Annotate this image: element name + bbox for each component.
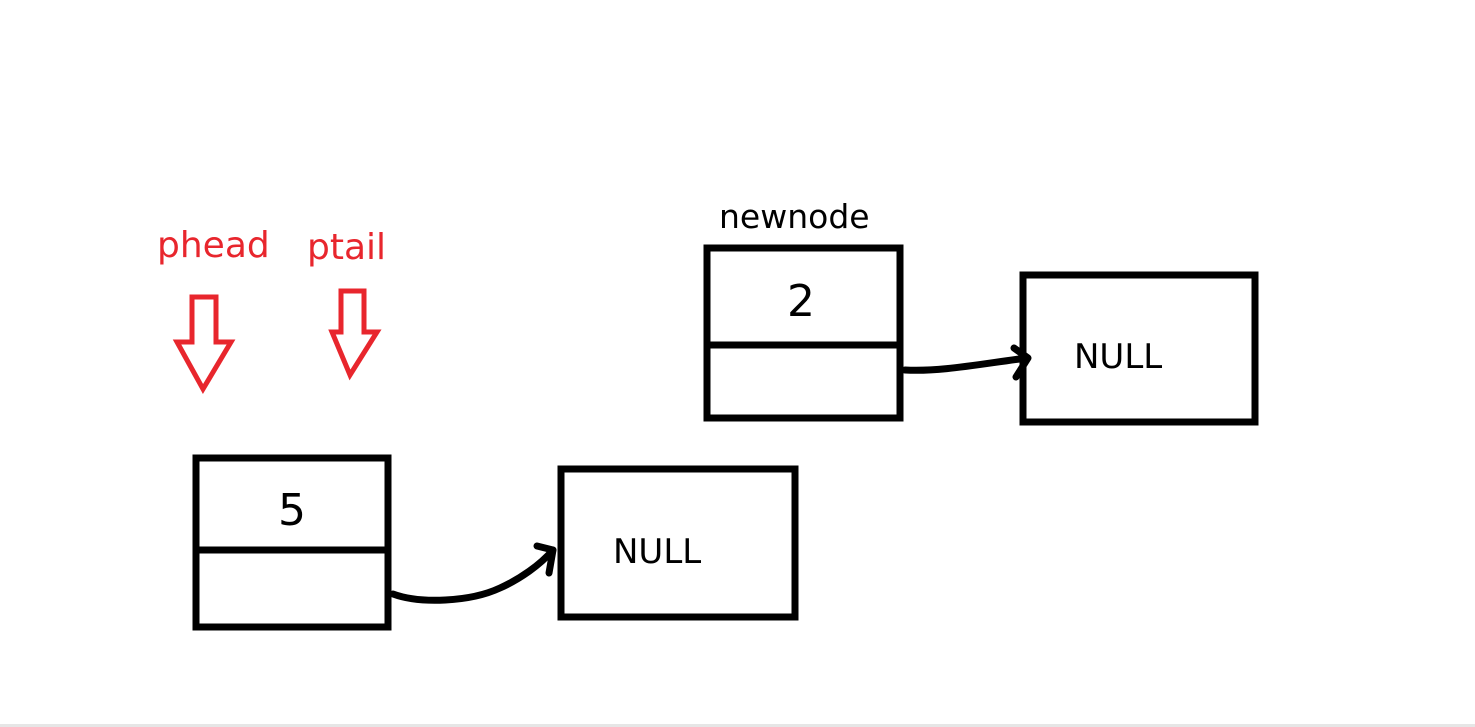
new-node-value: 2 (787, 276, 815, 327)
list-node-value: 5 (278, 485, 306, 536)
list-node: 5 (192, 454, 392, 631)
ptail-label: ptail (307, 227, 386, 268)
list-node-box (192, 454, 392, 631)
phead-arrow-icon (172, 294, 236, 395)
new-node-null: NULL (1019, 271, 1259, 426)
list-node-null-box (557, 465, 799, 621)
list-node-null-text: NULL (613, 532, 701, 572)
new-node-next-link (901, 354, 1031, 374)
ptail-arrow-icon (328, 288, 382, 381)
new-node-box (703, 244, 904, 422)
list-node-next-arrowhead-icon (533, 542, 557, 577)
list-node-null: NULL (557, 465, 799, 621)
phead-label: phead (157, 225, 270, 266)
list-node-next-link (389, 546, 557, 604)
new-node-null-box (1019, 271, 1259, 426)
new-node-null-text: NULL (1074, 337, 1162, 377)
bottom-border (0, 724, 1475, 727)
newnode-label: newnode (719, 197, 870, 236)
new-node: 2 (703, 244, 904, 422)
